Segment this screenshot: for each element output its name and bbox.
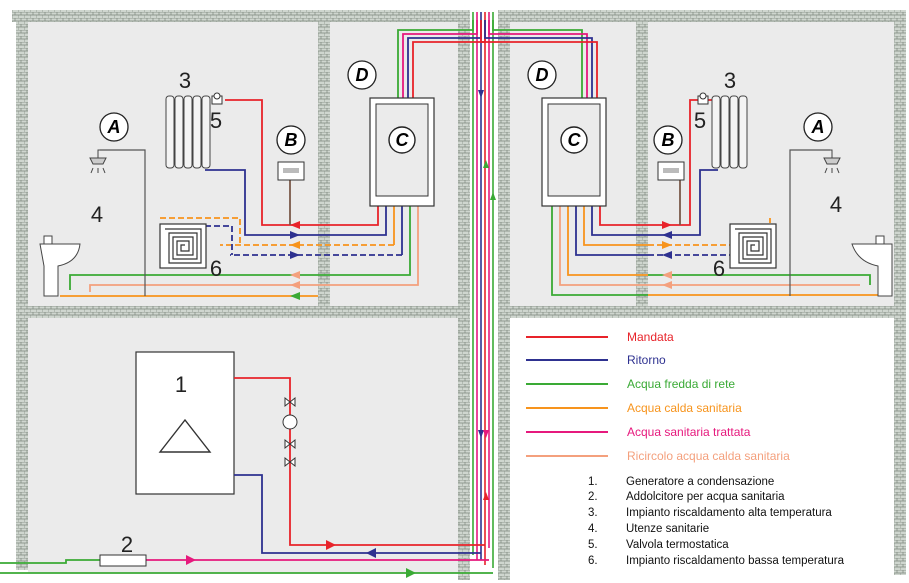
number-4-left: 4 — [91, 202, 103, 227]
legend-num-1: 1. — [588, 476, 598, 488]
legend-lines — [526, 336, 608, 457]
label-b-right: B — [662, 130, 675, 150]
label-c-right: C — [568, 130, 582, 150]
label-c-left: C — [396, 130, 410, 150]
floor-coil-right-icon — [729, 223, 777, 269]
sink-right-icon — [851, 235, 893, 297]
legend-text-4: Utenze sanitarie — [626, 523, 709, 535]
basement-arrows — [186, 540, 416, 578]
pump-valves-icon — [282, 396, 298, 468]
legend-acqua-calda: Acqua calda sanitaria — [627, 401, 742, 415]
letter-labels: D D C C B B A A — [99, 60, 833, 155]
sink-left-icon — [39, 235, 81, 297]
number-labels: 3 3 5 5 4 4 6 6 1 2 — [91, 68, 842, 557]
radiator-right-icon — [711, 95, 748, 169]
legend-num-4: 4. — [588, 523, 598, 535]
riser-bundle — [472, 12, 494, 568]
legend-numbered: 1. Generatore a condensazione 2. Addolci… — [588, 476, 845, 567]
boiler-left — [369, 97, 435, 207]
thermostat-left-icon — [277, 161, 305, 181]
label-a-left: A — [107, 117, 121, 137]
shower-right-icon — [823, 149, 841, 174]
number-1: 1 — [175, 372, 187, 397]
legend-mandata: Mandata — [627, 330, 674, 344]
valve-5-right-icon — [697, 92, 709, 105]
riser-arrows — [478, 90, 496, 500]
right-arrows — [662, 221, 672, 289]
shower-left-icon — [89, 149, 107, 174]
number-3-right: 3 — [724, 68, 736, 93]
number-6-left: 6 — [210, 256, 222, 281]
label-d-right: D — [536, 65, 549, 85]
valve-5-left-icon — [211, 92, 223, 105]
legend-ricircolo: Ricircolo acqua calda sanitaria — [627, 449, 790, 463]
number-5-left: 5 — [210, 108, 222, 133]
generator-1-icon — [135, 351, 235, 495]
legend-num-2: 2. — [588, 491, 598, 503]
label-b-left: B — [285, 130, 298, 150]
number-6-right: 6 — [713, 256, 725, 281]
thermostat-right-icon — [657, 161, 685, 181]
legend-ritorno: Ritorno — [627, 353, 666, 367]
legend-text-6: Impianto riscaldamento bassa temperatura — [626, 555, 845, 567]
label-d-left: D — [356, 65, 369, 85]
number-5-right: 5 — [694, 108, 706, 133]
legend-text-2: Addolcitore per acqua sanitaria — [626, 491, 785, 503]
legend: Mandata Ritorno Acqua fredda di rete Acq… — [627, 330, 790, 463]
left-unit-pipes — [60, 20, 486, 297]
left-arrows — [290, 221, 300, 300]
number-3-left: 3 — [179, 68, 191, 93]
legend-num-3: 3. — [588, 507, 598, 519]
legend-num-5: 5. — [588, 539, 598, 551]
radiator-left-icon — [165, 95, 211, 169]
label-a-right: A — [811, 117, 825, 137]
number-4-right: 4 — [830, 192, 842, 217]
boiler-right — [541, 97, 607, 207]
legend-text-5: Valvola termostatica — [626, 539, 729, 551]
legend-num-6: 6. — [588, 555, 598, 567]
right-unit-pipes — [480, 20, 880, 296]
softener-2-icon — [99, 554, 147, 567]
legend-acqua-trattata: Acqua sanitaria trattata — [627, 425, 751, 439]
legend-text-3: Impianto riscaldamento alta temperatura — [626, 507, 832, 519]
legend-text-1: Generatore a condensazione — [626, 476, 774, 488]
number-2: 2 — [121, 532, 133, 557]
legend-acqua-fredda: Acqua fredda di rete — [627, 377, 735, 391]
floor-coil-left-icon — [159, 223, 207, 269]
